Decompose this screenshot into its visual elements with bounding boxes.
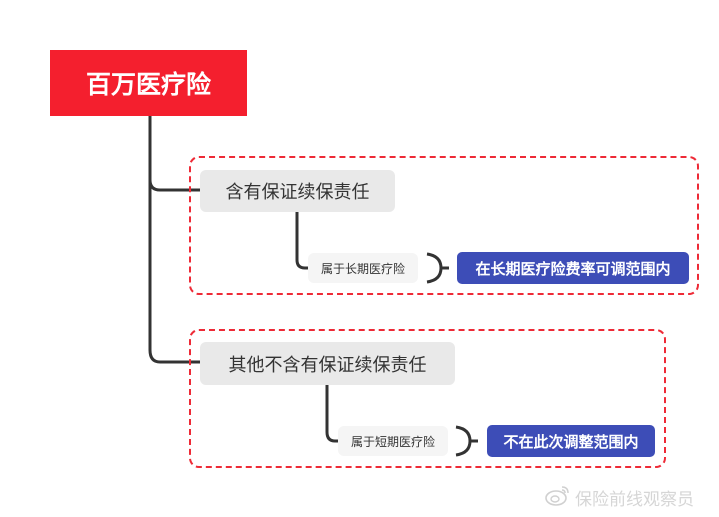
- watermark-text: 保险前线观察员: [575, 489, 694, 510]
- branch2-connector: [325, 385, 340, 443]
- trunk-line: [148, 116, 200, 364]
- sub-node-long-term[interactable]: 属于长期医疗险: [308, 253, 418, 283]
- branch-node-guaranteed-renewal[interactable]: 含有保证续保责任: [200, 170, 395, 212]
- branch-node-no-guaranteed-renewal[interactable]: 其他不含有保证续保责任: [200, 342, 455, 385]
- result-tag-adjustable[interactable]: 在长期医疗险费率可调范围内: [457, 252, 689, 284]
- watermark: 保险前线观察员: [545, 484, 694, 510]
- root-node[interactable]: 百万医疗险: [50, 50, 247, 116]
- branch-group-2: [189, 329, 666, 468]
- result-tag-not-adjusted[interactable]: 不在此次调整范围内: [487, 425, 655, 457]
- weibo-icon: [545, 484, 571, 511]
- sub-node-short-term[interactable]: 属于短期医疗险: [338, 426, 448, 456]
- branch-group-1: [189, 156, 699, 295]
- bracket-2: [455, 425, 478, 457]
- branch1-connector: [295, 212, 310, 270]
- bracket-1: [426, 252, 449, 284]
